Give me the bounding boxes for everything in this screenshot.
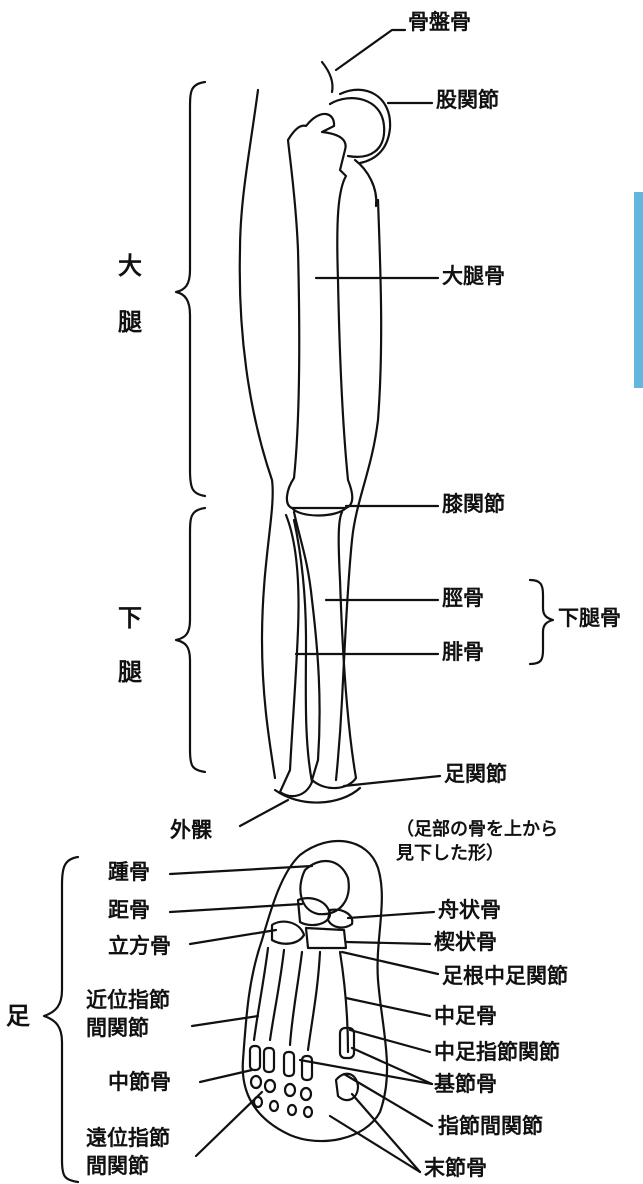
- calcaneus-shape: [300, 861, 348, 914]
- label-femur: 大腿骨: [442, 266, 505, 287]
- label-calcaneus: 踵骨: [108, 862, 150, 883]
- region-lower-leg-char-2: 腿: [118, 660, 142, 684]
- thigh-brace: [176, 82, 205, 496]
- distal-phalanx-4: [304, 1107, 312, 1117]
- label-pelvis: 骨盤骨: [408, 12, 471, 33]
- leader-distal-b: [352, 1094, 420, 1172]
- leader-cuneiform: [346, 942, 430, 944]
- leader-proximal-b: [352, 1048, 432, 1084]
- label-dip-joint-line-1: 遠位指節: [86, 1128, 170, 1149]
- metatarsal-2: [270, 950, 284, 1040]
- region-thigh-char-2: 腿: [118, 310, 142, 334]
- proximal-phalanx-3: [284, 1052, 294, 1076]
- leader-proximal-a: [300, 1060, 432, 1084]
- cuboid-shape: [272, 922, 304, 944]
- region-thigh-char-1: 大: [118, 254, 142, 278]
- label-mtp-joint: 中足指節関節: [434, 1042, 560, 1063]
- proximal-phalanx-1: [250, 1046, 260, 1070]
- label-metatarsal: 中足骨: [434, 1006, 497, 1027]
- foot-outline: [243, 841, 387, 1141]
- label-dip-joint-line-2: 間関節: [86, 1156, 149, 1177]
- leader-ankle: [344, 776, 440, 786]
- knee-joint-line: [292, 508, 346, 516]
- label-middle-phalanx: 中節骨: [108, 1072, 171, 1093]
- middle-phalanx-4: [301, 1088, 311, 1100]
- label-tarsometatarsal-joint: 足根中足関節: [442, 966, 568, 987]
- label-lower-leg-bones: 下腿骨: [558, 608, 621, 629]
- middle-phalanx-1: [251, 1076, 261, 1088]
- label-pip-joint-line-2: 間関節: [86, 1018, 149, 1039]
- metatarsal-4: [308, 952, 320, 1050]
- distal-phalanx-2: [270, 1101, 278, 1111]
- pelvis-edge: [322, 62, 333, 92]
- leg-outline-left: [240, 90, 275, 778]
- leader-dip: [196, 1092, 262, 1156]
- pelvis-inner: [355, 160, 376, 206]
- leader-metatarsal: [346, 998, 430, 1016]
- leader-distal-a: [330, 1116, 420, 1172]
- lower-leg-bones-brace: [530, 580, 553, 664]
- leader-pelvis: [336, 30, 405, 70]
- foot-view-note-line-1: （足部の骨を上から: [396, 818, 558, 842]
- leader-malleolus: [240, 800, 288, 826]
- page-edge-tab: [634, 192, 643, 388]
- foot-view-note-line-2: 見下した形）: [396, 842, 558, 866]
- label-fibula: 腓骨: [442, 642, 484, 663]
- label-pip-joint-line-1: 近位指節: [86, 990, 170, 1011]
- lower-leg-brace: [176, 508, 205, 772]
- femur-bone: [287, 114, 352, 508]
- tibia-bone: [294, 512, 356, 788]
- region-lower-leg-char-1: 下: [118, 606, 142, 630]
- leg-outline-right: [336, 200, 381, 780]
- label-hip-joint: 股関節: [436, 90, 499, 111]
- label-distal-phalanx: 末節骨: [424, 1158, 487, 1179]
- fibula-bone: [280, 515, 312, 796]
- label-interphalangeal-joint: 指節間関節: [438, 1116, 543, 1137]
- leader-talus: [170, 904, 302, 912]
- foot-brace: [44, 857, 78, 1182]
- distal-phalanx-3: [288, 1105, 296, 1115]
- label-knee-joint: 膝関節: [442, 494, 505, 515]
- label-proximal-phalanx: 基節骨: [434, 1074, 497, 1095]
- label-lateral-malleolus: 外髁: [170, 820, 212, 841]
- label-navicular: 舟状骨: [438, 900, 501, 921]
- region-foot: 足: [6, 1004, 30, 1028]
- femoral-head: [330, 98, 384, 157]
- middle-phalanx-2: [265, 1080, 275, 1092]
- leader-pip: [192, 1016, 258, 1026]
- label-cuneiform: 楔状骨: [434, 932, 497, 953]
- label-cuboid: 立方骨: [108, 936, 171, 957]
- leader-tarsometatarsal: [342, 952, 438, 974]
- label-talus: 距骨: [108, 900, 150, 921]
- middle-phalanx-3: [285, 1084, 295, 1096]
- cuneiform-shape: [306, 928, 346, 948]
- label-ankle-joint: 足関節: [444, 764, 507, 785]
- leader-navicular: [348, 912, 434, 918]
- metatarsal-3: [290, 952, 302, 1045]
- leader-calcaneus: [170, 866, 312, 874]
- label-tibia: 脛骨: [442, 588, 484, 609]
- foot-view-note: （足部の骨を上から 見下した形）: [396, 818, 558, 867]
- metatarsal-5: [340, 952, 348, 1052]
- proximal-phalanx-2: [264, 1048, 274, 1072]
- leader-mtp: [350, 1030, 430, 1052]
